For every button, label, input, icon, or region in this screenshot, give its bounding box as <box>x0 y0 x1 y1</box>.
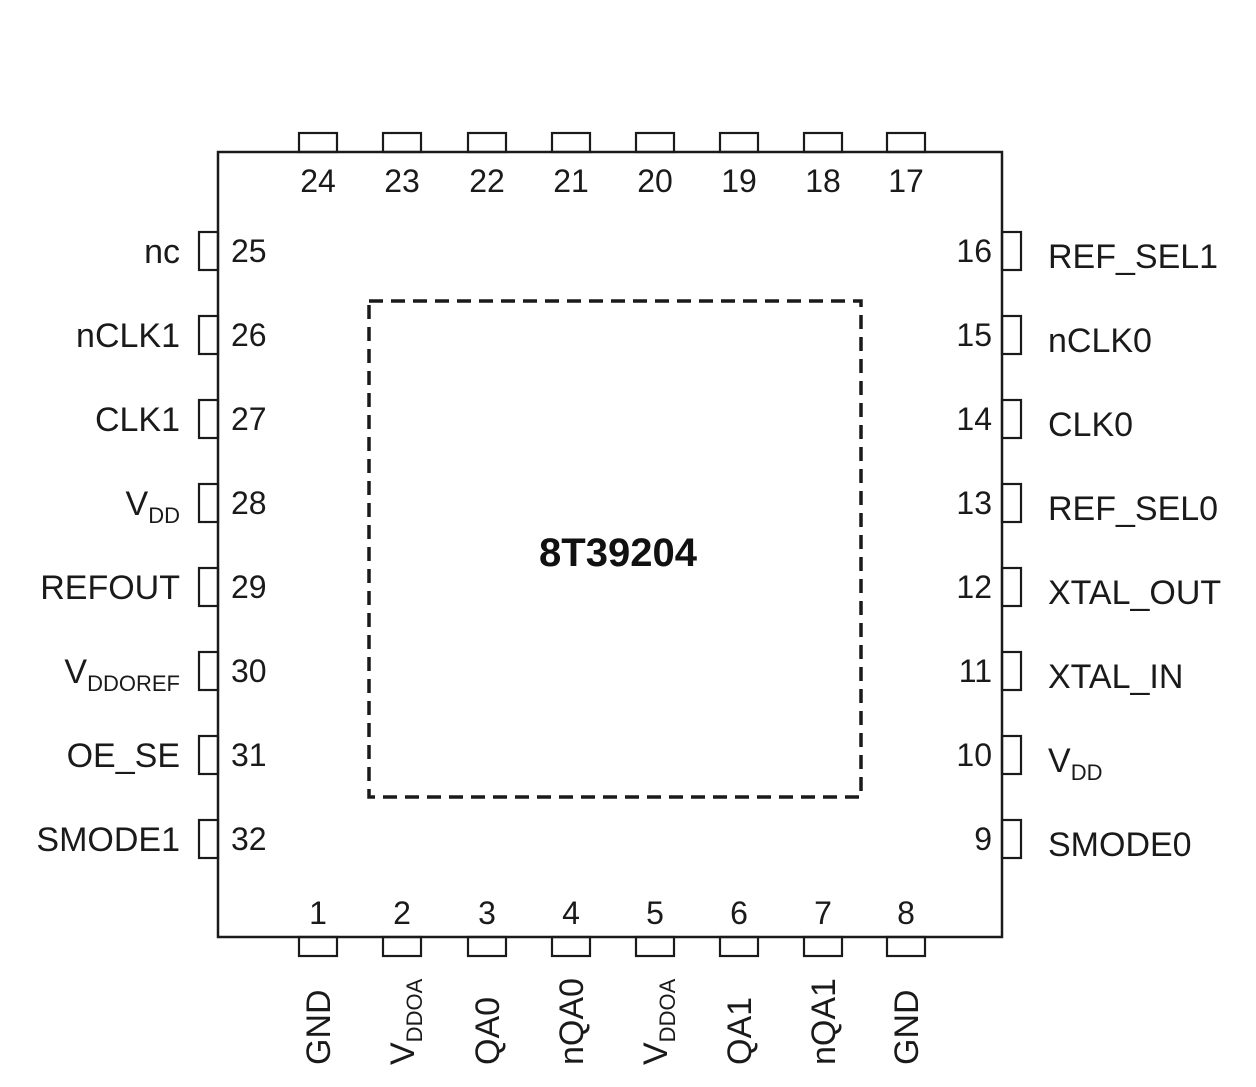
pin-24-lead <box>297 131 339 154</box>
pin-10-number: 10 <box>956 737 992 773</box>
pin-21-number: 21 <box>553 163 589 199</box>
pin-6-label: QA1 <box>721 997 759 1065</box>
pin-27-label: CLK1 <box>95 401 180 439</box>
pin-26-lead <box>197 314 220 356</box>
pins-layer: 24GND23VDDOB22QB021nQB020VDDOB19QB118nQB… <box>36 131 1221 1065</box>
pin-30-label-subscript: DDOREF <box>87 671 180 696</box>
pin-9-lead <box>1000 818 1023 860</box>
pin-7-label: nQA1 <box>805 978 843 1065</box>
pin-7-number: 7 <box>814 895 832 931</box>
pin-28-label-subscript: DD <box>148 503 180 528</box>
pin-30-lead <box>197 650 220 692</box>
exposed-pad <box>367 299 863 799</box>
pin-7-lead <box>802 935 844 958</box>
pin-10-lead <box>1000 734 1023 776</box>
pin-11-number: 11 <box>959 653 992 689</box>
pin-10-label-subscript: DD <box>1071 760 1103 785</box>
pin-1-label: GND <box>300 989 338 1065</box>
pin-14-label: CLK0 <box>1048 406 1133 444</box>
pin-2-number: 2 <box>393 895 411 931</box>
pin-15-number: 15 <box>956 317 992 353</box>
pin-2-lead <box>381 935 423 958</box>
pin-18-number: 18 <box>805 163 841 199</box>
pin-29-label: REFOUT <box>40 569 180 607</box>
pin-5-label-subscript: DDOA <box>655 978 680 1042</box>
pin-25-lead <box>197 230 220 272</box>
pin-8-number: 8 <box>897 895 915 931</box>
pin-6-lead <box>718 935 760 958</box>
pin-29-number: 29 <box>231 569 267 605</box>
pin-14-number: 14 <box>956 401 992 437</box>
pin-28-number: 28 <box>231 485 267 521</box>
pin-28-lead <box>197 482 220 524</box>
pin-22-number: 22 <box>469 163 505 199</box>
pin-12-number: 12 <box>956 569 992 605</box>
pin-20-number: 20 <box>637 163 673 199</box>
pin-1-number: 1 <box>309 895 327 931</box>
pin-9-label: SMODE0 <box>1048 826 1192 864</box>
pin-5-number: 5 <box>646 895 664 931</box>
pin-32-number: 32 <box>231 821 267 857</box>
pin-18-lead <box>802 131 844 154</box>
pin-27-lead <box>197 398 220 440</box>
pin-15-label: nCLK0 <box>1048 322 1152 360</box>
pin-5-label: VDDOA <box>637 978 680 1065</box>
pin-29-lead <box>197 566 220 608</box>
pin-30-label: VDDOREF <box>64 653 180 696</box>
pin-12-lead <box>1000 566 1023 608</box>
pin-23-lead <box>381 131 423 154</box>
pin-22-lead <box>466 131 508 154</box>
pin-17-lead <box>885 131 927 154</box>
pin-15-lead <box>1000 314 1023 356</box>
pin-13-label: REF_SEL0 <box>1048 490 1218 528</box>
pin-28-label: VDD <box>126 485 180 528</box>
pin-6-number: 6 <box>730 895 748 931</box>
pin-32-label: SMODE1 <box>36 821 180 859</box>
pin-23-number: 23 <box>384 163 420 199</box>
pin-13-number: 13 <box>956 485 992 521</box>
pin-16-label: REF_SEL1 <box>1048 238 1218 276</box>
pin-27-number: 27 <box>231 401 267 437</box>
pin-10-label: VDD <box>1048 742 1102 785</box>
chip-name: 8T39204 <box>539 531 698 575</box>
pin-13-lead <box>1000 482 1023 524</box>
pin-4-number: 4 <box>562 895 580 931</box>
pin-3-lead <box>466 935 508 958</box>
pin-8-lead <box>885 935 927 958</box>
package-body <box>216 150 1004 939</box>
pin-31-lead <box>197 734 220 776</box>
pin-8-label: GND <box>888 989 926 1065</box>
pin-26-label: nCLK1 <box>76 317 180 355</box>
pin-32-lead <box>197 818 220 860</box>
pin-3-number: 3 <box>478 895 496 931</box>
pin-4-label: nQA0 <box>553 978 591 1065</box>
pin-2-label: VDDOA <box>384 978 427 1065</box>
pin-11-lead <box>1000 650 1023 692</box>
pin-16-number: 16 <box>956 233 992 269</box>
pin-2-label-subscript: DDOA <box>402 978 427 1042</box>
pin-9-number: 9 <box>974 821 992 857</box>
pin-24-number: 24 <box>300 163 336 199</box>
pin-25-label: nc <box>144 233 180 271</box>
pin-14-lead <box>1000 398 1023 440</box>
pin-20-lead <box>634 131 676 154</box>
pin-12-label: XTAL_OUT <box>1048 574 1221 612</box>
pin-26-number: 26 <box>231 317 267 353</box>
pin-16-lead <box>1000 230 1023 272</box>
pin-31-number: 31 <box>231 737 267 773</box>
pin-19-lead <box>718 131 760 154</box>
pin-4-lead <box>550 935 592 958</box>
pin-17-number: 17 <box>888 163 924 199</box>
pin-25-number: 25 <box>231 233 267 269</box>
pin-3-label: QA0 <box>469 997 507 1065</box>
pin-11-label: XTAL_IN <box>1048 658 1183 696</box>
pin-21-lead <box>550 131 592 154</box>
pin-19-number: 19 <box>721 163 757 199</box>
pin-5-lead <box>634 935 676 958</box>
pin-1-lead <box>297 935 339 958</box>
pin-31-label: OE_SE <box>67 737 180 775</box>
pin-30-number: 30 <box>231 653 267 689</box>
